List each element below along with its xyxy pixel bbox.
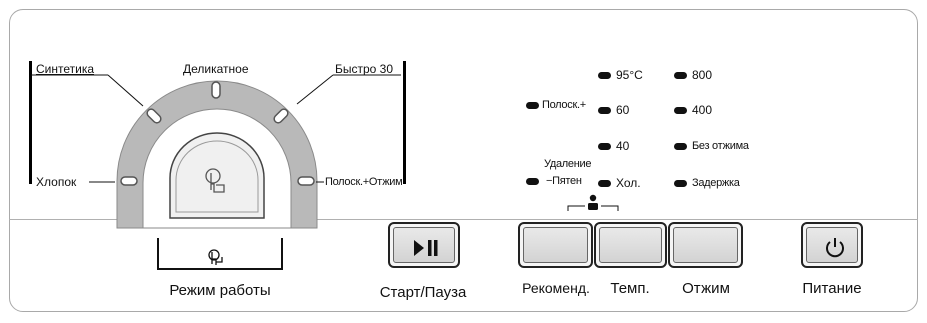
touch-hand-icon — [205, 168, 225, 193]
label-temp: Темп. — [610, 280, 650, 297]
program-led-hlopok — [120, 176, 138, 186]
spin-button[interactable] — [668, 222, 743, 268]
led-polosk-plus — [526, 102, 539, 109]
label-recommend: Рекоменд. — [522, 280, 590, 296]
play-pause-icon — [414, 240, 438, 256]
label-spin-800: 800 — [692, 68, 713, 82]
led-temp-60 — [598, 107, 611, 114]
label-start-pause: Старт/Пауза — [379, 284, 467, 301]
program-label-delikatnoe: Деликатное — [183, 62, 249, 76]
power-button[interactable] — [801, 222, 863, 268]
led-spin-400 — [674, 107, 687, 114]
program-led-delikatnoe — [211, 81, 221, 99]
label-delay: Задержка — [692, 177, 740, 189]
panel-divider — [9, 219, 918, 220]
start-pause-button[interactable] — [388, 222, 460, 268]
label-power: Питание — [802, 280, 862, 297]
mode-touch-icon — [208, 249, 223, 265]
led-udalenie — [526, 178, 539, 185]
power-icon — [826, 238, 844, 258]
label-spin: Отжим — [682, 280, 730, 297]
led-temp-95 — [598, 72, 611, 79]
label-temp-cold: Хол. — [616, 176, 641, 190]
program-bracket-left — [29, 61, 32, 184]
program-bracket-right — [403, 61, 406, 184]
led-spin-none — [674, 143, 687, 150]
label-udalenie-2: −Пятен — [546, 175, 582, 187]
label-udalenie-1: Удаление — [544, 158, 592, 170]
label-temp-40: 40 — [616, 139, 630, 153]
led-temp-cold — [598, 180, 611, 187]
program-led-polosk-otzhim — [297, 176, 315, 186]
program-led-bystro30 — [273, 108, 289, 124]
label-polosk-plus: Полоск.+ — [542, 99, 586, 111]
program-label-sintetika: Синтетика — [36, 62, 95, 76]
led-spin-800 — [674, 72, 687, 79]
led-temp-40 — [598, 143, 611, 150]
recommend-button[interactable] — [518, 222, 593, 268]
program-label-hlopok: Хлопок — [36, 175, 77, 189]
label-mode: Режим работы — [169, 282, 271, 299]
led-delay — [674, 180, 687, 187]
label-temp-95: 95°C — [616, 68, 643, 82]
program-led-sintetika — [146, 108, 162, 124]
child-lock-icon — [588, 194, 598, 210]
program-label-polosk-otzhim: Полоск.+Отжим — [325, 176, 403, 188]
program-label-bystro30: Быстро 30 — [335, 62, 394, 76]
label-temp-60: 60 — [616, 103, 630, 117]
label-spin-400: 400 — [692, 103, 713, 117]
temp-button[interactable] — [594, 222, 667, 268]
mode-bracket — [157, 238, 283, 270]
label-spin-none: Без отжима — [692, 140, 749, 152]
